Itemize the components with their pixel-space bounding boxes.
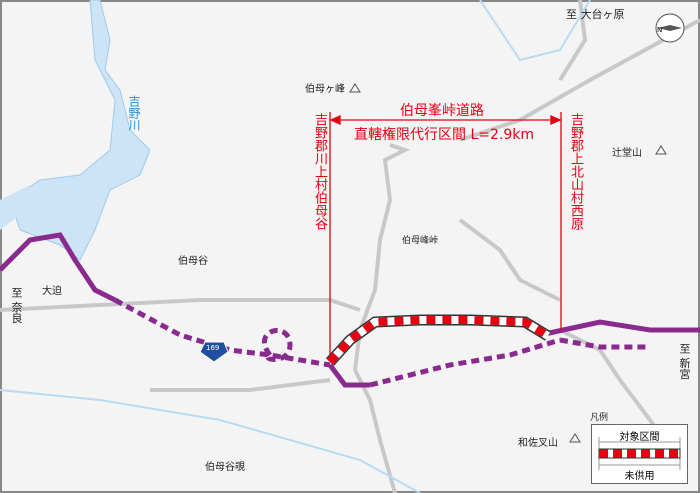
svg-text:N: N: [657, 26, 662, 34]
label-to-odaigahara: 至 大台ヶ原: [566, 8, 625, 21]
label-to-shingu: 至 新宮: [678, 343, 691, 380]
label-to-nara: 至 奈良: [10, 287, 23, 324]
label-yoshino-river: 吉野川: [127, 95, 141, 131]
label-obagamine-pass: 伯母峰峠: [402, 236, 439, 246]
legend-title: 凡例: [590, 413, 609, 423]
legend-target-section: 対象区間: [619, 432, 660, 443]
right-end-label: 吉野郡上北山村西原: [568, 113, 583, 230]
label-obagamine: 伯母ヶ峰: [305, 84, 345, 95]
label-tsujidoyama: 辻堂山: [612, 148, 642, 159]
label-obatanikaku: 伯母谷覗: [205, 462, 245, 473]
route-number: 169: [206, 344, 220, 352]
label-osako: 大迫: [42, 286, 62, 297]
river-branch: [0, 185, 30, 230]
label-obatani: 伯母谷: [178, 256, 208, 267]
route-169-shield: [199, 341, 229, 363]
north-arrow-icon: N: [655, 13, 685, 43]
legend: 対象区間 未供用: [591, 424, 688, 484]
section-label: 直轄権限代行区間 L=2.9km: [354, 127, 534, 143]
road-name: 伯母峯峠道路: [400, 103, 484, 119]
label-wasamatayama: 和佐叉山: [518, 438, 558, 449]
legend-not-in-service: 未供用: [624, 471, 655, 482]
left-end-label: 吉野郡川上村伯母谷: [312, 113, 327, 230]
